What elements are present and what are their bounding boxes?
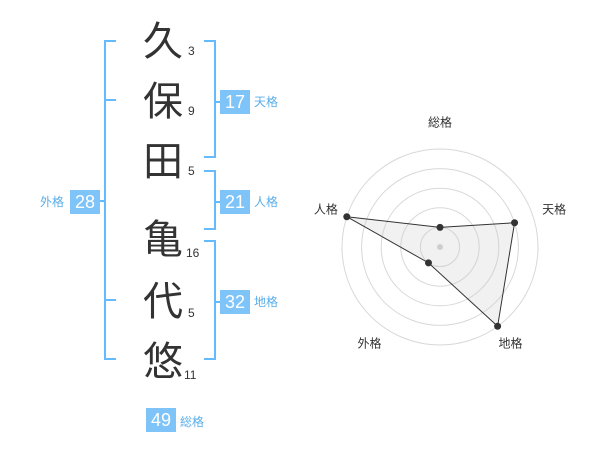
- radar-point-5: [343, 213, 351, 221]
- radar-point-3: [494, 322, 502, 330]
- soukaku-badge: 49: [146, 408, 176, 432]
- chikaku-badge: 32: [220, 290, 250, 314]
- name-char-4: 亀: [143, 217, 183, 263]
- radar-polygon: [346, 216, 516, 328]
- radar-axis-label-3: 地格: [499, 336, 523, 351]
- tenkaku-bracket-bottom: [204, 156, 216, 158]
- radar-axis-label-5: 人格: [314, 201, 338, 216]
- gaikaku-bracket-tick: [104, 99, 116, 101]
- tenkaku-label: 天格: [254, 95, 279, 109]
- name-char-3: 田: [143, 139, 183, 185]
- name-char-2: 保: [143, 79, 183, 125]
- stroke-count-2: 9: [188, 104, 195, 118]
- stroke-count-4: 16: [186, 246, 200, 260]
- soukaku-label: 総格: [180, 415, 205, 429]
- stroke-count-3: 5: [188, 164, 195, 178]
- stroke-count-6: 11: [184, 368, 197, 382]
- chikaku-bracket: [214, 240, 216, 360]
- gaikaku-bracket-tick: [104, 299, 116, 301]
- jinkaku-bracket: [214, 170, 216, 230]
- gaikaku-bracket-bottom: [104, 358, 116, 360]
- radar-ring: [380, 187, 500, 307]
- jinkaku-bracket-bottom: [204, 228, 216, 230]
- jinkaku-bracket-top: [204, 170, 216, 172]
- gaikaku-label: 外格: [40, 195, 65, 209]
- tenkaku-bracket: [214, 40, 216, 158]
- chikaku-bracket-top: [204, 240, 216, 242]
- name-char-5: 代: [143, 279, 183, 325]
- tenkaku-bracket-connector: [214, 101, 222, 103]
- chikaku-label: 地格: [254, 295, 279, 309]
- radar-axis-label-2: 天格: [542, 201, 566, 216]
- radar-center: [437, 244, 443, 250]
- radar-axis-label-1: 総格: [428, 115, 452, 130]
- radar-ring: [361, 168, 519, 326]
- chikaku-bracket-bottom: [204, 358, 216, 360]
- radar-point-2: [511, 219, 519, 227]
- radar-ring: [341, 148, 539, 346]
- name-char-6: 悠: [143, 339, 183, 385]
- stroke-count-5: 5: [188, 306, 195, 320]
- radar-axis-label-4: 外格: [357, 336, 381, 351]
- tenkaku-badge: 17: [220, 90, 250, 114]
- chikaku-bracket-connector: [214, 301, 222, 303]
- jinkaku-label: 人格: [254, 195, 279, 209]
- jinkaku-bracket-connector: [214, 201, 222, 203]
- radar-point-4: [424, 259, 432, 267]
- gaikaku-bracket-top: [104, 40, 116, 42]
- jinkaku-badge: 21: [220, 190, 250, 214]
- stroke-count-1: 3: [188, 44, 195, 58]
- name-char-1: 久: [143, 19, 183, 65]
- gaikaku-badge: 28: [70, 190, 100, 214]
- radar-point-1: [436, 223, 444, 231]
- tenkaku-bracket-top: [204, 40, 216, 42]
- gaikaku-bracket-connector: [98, 200, 106, 202]
